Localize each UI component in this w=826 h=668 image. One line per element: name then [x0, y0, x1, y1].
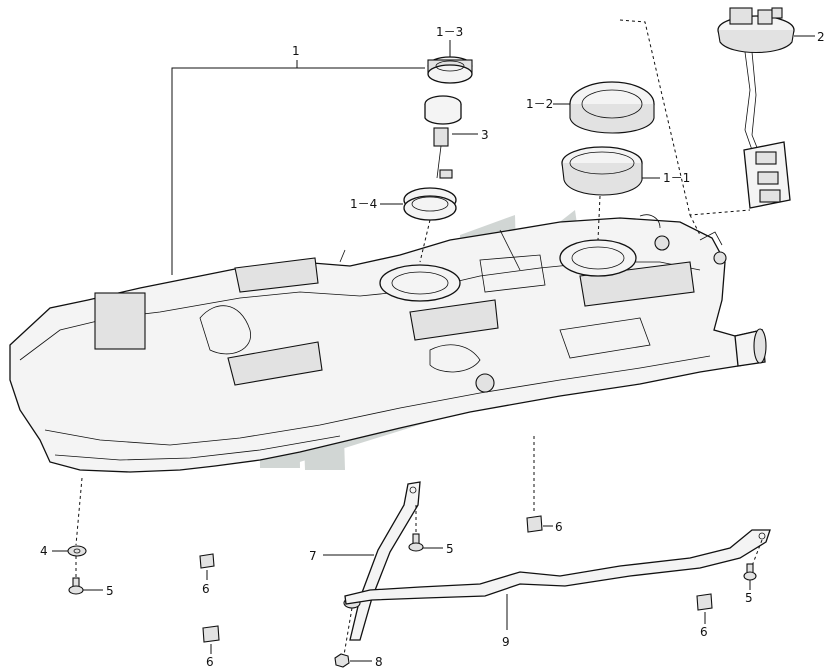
callout-5c-label: 5 [745, 591, 753, 605]
pump-to-tank-guide-line [689, 214, 701, 236]
part-5-bolt-left: 5 [68, 556, 114, 598]
callout-1-3-label: 1－3 [436, 25, 463, 39]
part-5-bolt-middle: 5 [408, 505, 454, 556]
part-6-clip-b: 6 [202, 625, 220, 668]
callout-6c-label: 6 [555, 520, 563, 534]
callout-1-1-label: 1－1 [663, 171, 690, 185]
part-6-clip-c: 6 [526, 436, 563, 534]
callout-5b-label: 5 [446, 542, 454, 556]
part-4-washer: 4 [40, 477, 87, 558]
pump-assembly-guide-line [619, 19, 751, 216]
part-8-nut: 8 [334, 607, 383, 668]
part-6-clip-a: 6 [199, 553, 215, 596]
fuel-tank-body [9, 214, 767, 473]
callout-1-2-label: 1－2 [526, 97, 553, 111]
callout-7-label: 7 [309, 549, 317, 563]
callout-9-label: 9 [502, 635, 510, 649]
callout-2-label: 2 [817, 30, 825, 44]
part-6-clip-d: 6 [696, 593, 713, 639]
callout-1-label: 1 [292, 44, 300, 58]
callout-6d-label: 6 [700, 625, 708, 639]
callout-3-label: 3 [481, 128, 489, 142]
part-5-bolt-right: 5 [743, 539, 763, 605]
part-1-2-large-lock-ring: 1－2 [526, 81, 655, 134]
part-7-tank-strap-short: 7 [309, 481, 421, 641]
callout-6b-label: 6 [206, 655, 214, 668]
callout-8-label: 8 [375, 655, 383, 668]
callout-5a-label: 5 [106, 584, 114, 598]
callout-1: 1 [171, 44, 425, 275]
part-1-4-small-gasket: 1－4 [350, 187, 457, 263]
callout-6a-label: 6 [202, 582, 210, 596]
callout-4-label: 4 [40, 544, 48, 558]
part-3-valve-assembly: 3 [424, 95, 489, 179]
part-9-tank-strap-long: 9 [344, 529, 771, 649]
callout-1-4-label: 1－4 [350, 197, 377, 211]
part-1-3-small-lock-ring: 1－3 [427, 25, 473, 84]
part-1-1-large-gasket: 1－1 [561, 146, 690, 241]
part-2-fuel-pump-module: 2 [717, 7, 825, 209]
